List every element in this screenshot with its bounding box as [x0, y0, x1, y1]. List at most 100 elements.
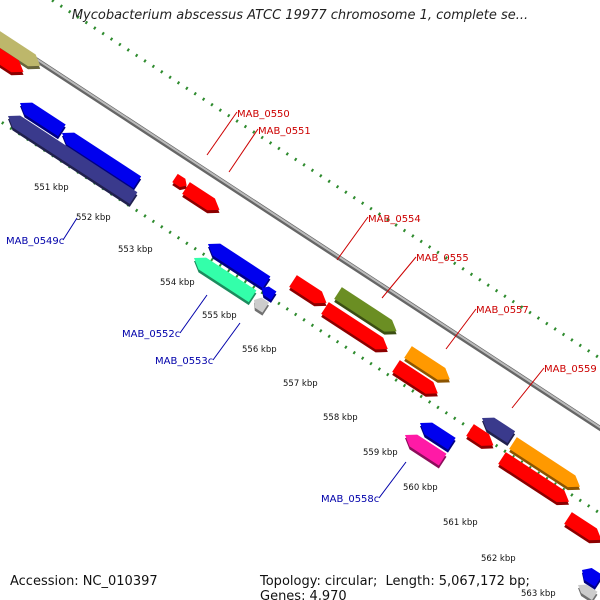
- gene-mab-0555-arrow-body[interactable]: [334, 287, 397, 332]
- gene-label-text[interactable]: MAB_0550: [237, 109, 290, 120]
- tick-label: 557 kbp: [283, 379, 318, 389]
- gene-block-blue-1-body[interactable]: [20, 102, 66, 137]
- tick-label: 552 kbp: [76, 213, 111, 223]
- gene-block-red-5[interactable]: [498, 452, 569, 506]
- gene-block-blue-5[interactable]: [420, 422, 456, 453]
- tick-label: 551 kbp: [34, 183, 69, 193]
- leader-line: [381, 256, 417, 299]
- gene-label-text[interactable]: MAB_0551: [258, 126, 311, 137]
- topology-value: circular;: [324, 574, 378, 589]
- gene-label-mab-0558c[interactable]: MAB_0558c: [321, 461, 407, 505]
- gene-block-red-2[interactable]: [321, 302, 388, 353]
- leader-line: [206, 111, 238, 156]
- gene-mab-0559-arrow[interactable]: [482, 417, 516, 447]
- gene-mab-0559-arrow-body[interactable]: [482, 417, 516, 444]
- gene-mab-0555-arrow[interactable]: [334, 287, 397, 335]
- gene-mab-0558c-arrow[interactable]: [405, 434, 447, 469]
- tick-label: 559 kbp: [363, 448, 398, 458]
- gene-label-mab-0554[interactable]: MAB_0554: [336, 214, 421, 261]
- gene-block-khaki-body[interactable]: [0, 27, 41, 67]
- tick-label: 563 kbp: [521, 589, 556, 599]
- gene-block-red-3-body[interactable]: [392, 360, 438, 394]
- sequence-summary: Topology:circular; Length:5,067,172 bp; …: [260, 574, 600, 600]
- gene-block-red-6-body[interactable]: [564, 512, 600, 541]
- gene-mab-0554-arrow[interactable]: [289, 275, 327, 307]
- accession-info: Accession:NC_010397: [10, 574, 158, 589]
- gene-block-blue-3-body[interactable]: [208, 243, 271, 289]
- gene-features[interactable]: [0, 27, 600, 600]
- gene-block-red-4-body[interactable]: [466, 424, 494, 446]
- gene-mab-0552c-arrow-body[interactable]: [194, 257, 257, 303]
- gene-label-mab-0559[interactable]: MAB_0559: [511, 364, 597, 409]
- gene-label-text[interactable]: MAB_0552c: [122, 329, 180, 340]
- gene-label-text[interactable]: MAB_0553c: [155, 356, 213, 367]
- gene-block-red-2-body[interactable]: [321, 302, 388, 350]
- tick-label: 558 kbp: [323, 413, 358, 423]
- gene-block-blue-6-body[interactable]: [582, 567, 600, 587]
- gene-label-mab-0551[interactable]: MAB_0551: [228, 126, 311, 173]
- dotted-track-1: [49, 0, 600, 361]
- gene-block-red-3[interactable]: [392, 360, 438, 397]
- gene-label-text[interactable]: MAB_0558c: [321, 494, 379, 505]
- gene-block-orange-2[interactable]: [509, 437, 580, 491]
- gene-label-mab-0549c[interactable]: MAB_0549c: [6, 217, 78, 247]
- gene-block-blue-2[interactable]: [62, 132, 142, 192]
- gene-label-text[interactable]: MAB_0555: [416, 253, 469, 264]
- gene-label-text[interactable]: MAB_0559: [544, 364, 597, 375]
- gene-block-blue-3[interactable]: [208, 243, 271, 292]
- gene-mab-0549c-arrow[interactable]: [8, 115, 138, 207]
- gene-block-orange-2-body[interactable]: [509, 437, 580, 488]
- gene-mab-0550-arrow-body[interactable]: [172, 173, 187, 188]
- gene-mab-0550-arrow[interactable]: [172, 173, 187, 191]
- gene-block-blue-5-body[interactable]: [420, 422, 456, 450]
- gene-block-blue-1[interactable]: [20, 102, 66, 140]
- gene-label-mab-0553c[interactable]: MAB_0553c: [155, 322, 241, 367]
- gene-block-blue-4[interactable]: [262, 286, 277, 303]
- gene-label-mab-0552c[interactable]: MAB_0552c: [122, 294, 208, 340]
- genes-value: 4,970: [309, 589, 347, 600]
- length-label: Length:: [385, 574, 435, 589]
- gene-mab-0557-arrow-body[interactable]: [404, 346, 450, 380]
- gene-mab-0553c-arrow[interactable]: [254, 297, 270, 316]
- gene-mab-0549c-arrow-body[interactable]: [8, 115, 138, 204]
- leader-line: [511, 367, 545, 409]
- gene-label-text[interactable]: MAB_0554: [368, 214, 421, 225]
- gene-block-red-5-body[interactable]: [498, 452, 569, 503]
- gene-mab-0554-arrow-body[interactable]: [289, 275, 327, 304]
- leader-line: [179, 294, 208, 334]
- gene-label-text[interactable]: MAB_0549c: [6, 236, 64, 247]
- gene-mab-0557-arrow[interactable]: [404, 346, 450, 383]
- gene-labels[interactable]: MAB_0550MAB_0551MAB_0554MAB_0555MAB_0557…: [6, 109, 597, 505]
- gene-block-red-6[interactable]: [564, 512, 600, 544]
- gene-label-mab-0550[interactable]: MAB_0550: [206, 109, 290, 156]
- accession-label: Accession:: [10, 574, 79, 589]
- gene-label-mab-0557[interactable]: MAB_0557: [445, 305, 529, 350]
- gene-label-mab-0555[interactable]: MAB_0555: [381, 253, 469, 299]
- backbone-highlight: [0, 33, 600, 429]
- tick-label: 561 kbp: [443, 518, 478, 528]
- gene-block-blue-2-body[interactable]: [62, 132, 142, 189]
- gene-label-text[interactable]: MAB_0557: [476, 305, 529, 316]
- gene-block-blue-4-body[interactable]: [262, 286, 277, 300]
- leader-line: [336, 216, 369, 261]
- page-title: Mycobacterium abscessus ATCC 19977 chrom…: [71, 8, 529, 23]
- gene-block-gray-2-body[interactable]: [578, 584, 598, 600]
- gene-block-red-1-body[interactable]: [0, 44, 24, 73]
- leader-line: [445, 308, 477, 350]
- gene-block-red-1[interactable]: [0, 44, 24, 76]
- gene-mab-0551-arrow[interactable]: [182, 182, 220, 214]
- gene-block-blue-6[interactable]: [582, 567, 600, 590]
- gene-mab-0553c-arrow-body[interactable]: [254, 297, 270, 313]
- gene-block-khaki[interactable]: [0, 27, 41, 70]
- length-value: 5,067,172 bp;: [438, 574, 530, 589]
- gene-block-red-4[interactable]: [466, 424, 494, 449]
- gene-mab-0552c-arrow[interactable]: [194, 257, 257, 306]
- leader-line: [228, 128, 259, 173]
- tick-label: 562 kbp: [481, 554, 516, 564]
- gene-mab-0558c-arrow-body[interactable]: [405, 434, 447, 466]
- gene-block-gray-2[interactable]: [578, 584, 598, 600]
- gene-mab-0551-arrow-body[interactable]: [182, 182, 220, 211]
